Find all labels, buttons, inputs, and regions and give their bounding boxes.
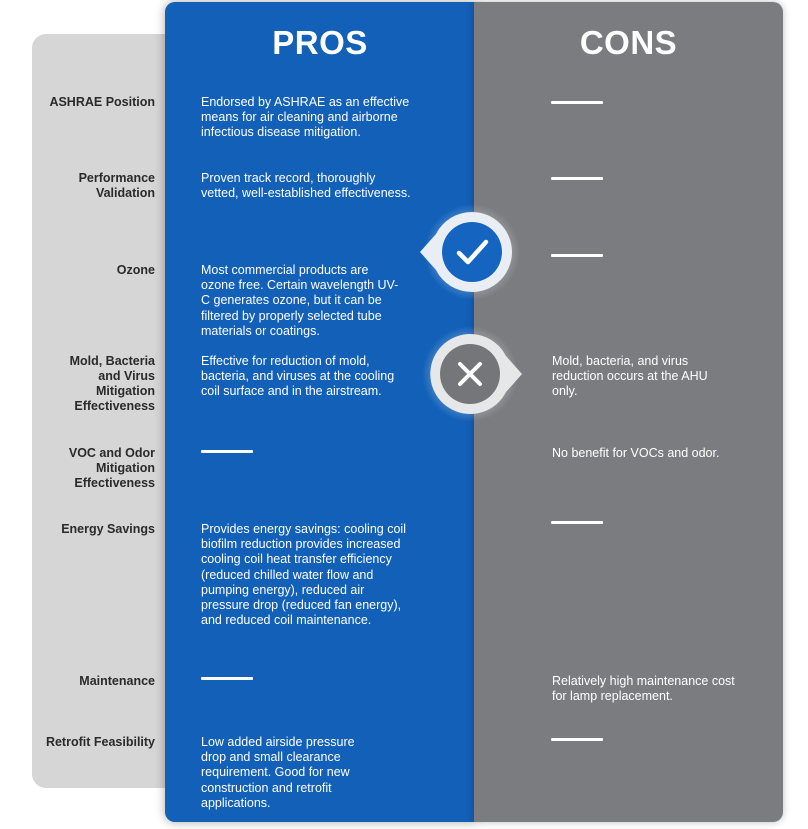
- pros-dash-voc-odor: [201, 450, 253, 453]
- pros-cell-mold-bacteria-virus: Effective for reduction of mold, bacteri…: [201, 354, 395, 399]
- row-label-ozone: Ozone: [116, 263, 155, 277]
- cons-dash-energy-savings: [551, 521, 603, 524]
- pros-cell-ashrae-position: Endorsed by ASHRAE as an effective means…: [201, 95, 410, 140]
- check-icon: [420, 204, 520, 300]
- row-label-voc-odor: VOC and Odor Mitigation Effectiveness: [68, 446, 155, 490]
- pros-column: PROS: [165, 2, 475, 822]
- pros-dash-maintenance: [201, 677, 253, 680]
- pros-cell-energy-savings: Provides energy savings: cooling coil bi…: [201, 522, 406, 628]
- cons-column: CONS: [474, 2, 783, 822]
- pros-cell-performance-validation: Proven track record, thoroughly vetted, …: [201, 171, 411, 201]
- cons-header: CONS: [579, 24, 678, 61]
- cons-dash-ashrae-position: [551, 101, 603, 104]
- row-label-energy-savings: Energy Savings: [61, 522, 155, 536]
- row-label-mold-bacteria-virus: Mold, Bacteria and Virus Mitigation Effe…: [69, 354, 155, 413]
- cons-cell-voc-odor: No benefit for VOCs and odor.: [552, 446, 720, 460]
- cons-cell-maintenance: Relatively high maintenance cost for lam…: [552, 674, 735, 704]
- cons-cell-mold-bacteria-virus: Mold, bacteria, and virus reduction occu…: [552, 354, 708, 399]
- cons-dash-retrofit-feasibility: [551, 738, 603, 741]
- row-label-performance-validation: Performance Validation: [78, 171, 155, 200]
- row-label-maintenance: Maintenance: [79, 674, 155, 688]
- pros-header: PROS: [272, 24, 368, 61]
- close-icon: [422, 326, 522, 422]
- pros-cell-ozone: Most commercial products are ozone free.…: [201, 263, 399, 338]
- row-label-retrofit-feasibility: Retrofit Feasibility: [45, 735, 155, 749]
- pros-cell-retrofit-feasibility: Low added airside pressure drop and smal…: [201, 735, 355, 810]
- row-label-ashrae-position: ASHRAE Position: [49, 95, 155, 109]
- cons-dash-ozone: [551, 254, 603, 257]
- cons-dash-performance-validation: [551, 177, 603, 180]
